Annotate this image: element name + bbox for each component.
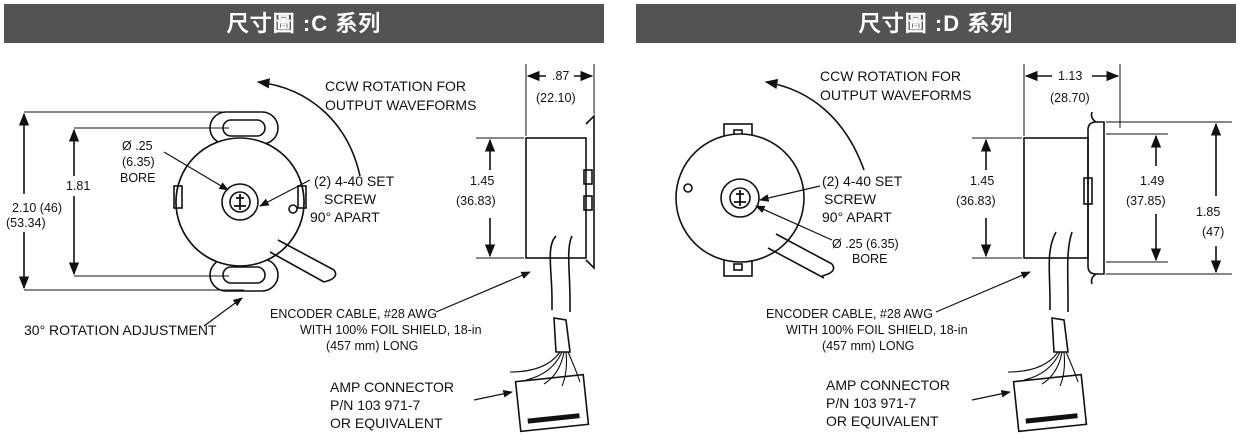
c-cable-label-1: ENCODER CABLE, #28 AWG — [270, 307, 437, 321]
c-bottom-ear — [209, 258, 279, 292]
d-hub — [720, 178, 760, 218]
d-dim-depth-1: 1.13 — [1058, 69, 1082, 83]
c-bore-label-1: Ø .25 — [122, 139, 153, 153]
d-connector-label-1: AMP CONNECTOR — [826, 377, 950, 393]
c-front-view — [173, 111, 337, 292]
c-dim-depth-2: (22.10) — [536, 91, 576, 105]
c-bore-label-2: (6.35) — [122, 155, 155, 169]
d-dim-overall-1: 1.85 — [1196, 205, 1220, 219]
d-connector-label-2: P/N 103 971-7 — [826, 395, 916, 411]
c-cable-label-2: WITH 100% FOIL SHIELD, 18-in — [300, 323, 482, 337]
c-connector-label-3: OR EQUIVALENT — [330, 415, 443, 431]
d-cable-label-1: ENCODER CABLE, #28 AWG — [766, 307, 933, 321]
panel-d-series: 尺寸圖 :D 系列 — [636, 0, 1236, 442]
c-series-drawing — [18, 64, 595, 433]
d-connector-label-3: OR EQUIVALENT — [826, 413, 939, 429]
c-labels: CCW ROTATION FOR OUTPUT WAVEFORMS Ø .25 … — [6, 69, 576, 431]
d-setscrew-label-1: (2) 4-40 SET — [822, 173, 903, 189]
c-side-view — [476, 64, 595, 433]
d-front-view — [675, 123, 835, 279]
d-dim-overall-2: (47) — [1202, 225, 1224, 239]
d-setscrew-label-3: 90° APART — [822, 209, 892, 225]
c-rotation-label-1: CCW ROTATION FOR — [325, 78, 466, 94]
d-rotation-label-1: CCW ROTATION FOR — [820, 68, 961, 84]
c-dim-height-2: (36.83) — [456, 194, 496, 208]
c-rotation-label-2: OUTPUT WAVEFORMS — [325, 97, 476, 113]
d-rotation-arrow — [764, 78, 865, 171]
panel-c-series: 尺寸圖 :C 系列 — [4, 0, 604, 442]
d-dim-depth-2: (28.70) — [1050, 91, 1090, 105]
c-adjust-label: 30° ROTATION ADJUSTMENT — [24, 322, 217, 338]
d-side-view — [972, 64, 1232, 433]
c-shaft — [229, 191, 251, 213]
d-setscrew-label-2: SCREW — [824, 191, 877, 207]
c-rotation-arrow — [256, 78, 361, 177]
c-dim-overall-2: (53.34) — [6, 216, 46, 230]
panel-c-title: 尺寸圖 :C 系列 — [4, 4, 604, 43]
c-connector-label-2: P/N 103 971-7 — [330, 397, 420, 413]
d-dim-flange-2: (37.85) — [1126, 194, 1166, 208]
panel-d-title: 尺寸圖 :D 系列 — [636, 4, 1236, 43]
d-series-drawing — [675, 64, 1232, 433]
c-setscrew-label-3: 90° APART — [310, 209, 380, 225]
c-dim-height-1: 1.45 — [470, 174, 494, 188]
c-setscrew-label-1: (2) 4-40 SET — [314, 173, 395, 189]
c-dim-depth-1: .87 — [552, 69, 569, 83]
d-dim-flange-1: 1.49 — [1140, 174, 1164, 188]
c-dimensions-front — [18, 111, 244, 291]
d-bore-label-2: BORE — [852, 252, 887, 266]
c-cable-label-3: (457 mm) LONG — [326, 339, 418, 353]
d-flange — [1087, 121, 1105, 275]
c-bore-label-3: BORE — [120, 171, 155, 185]
d-dim-height-2: (36.83) — [956, 194, 996, 208]
d-dim-height-1: 1.45 — [970, 174, 994, 188]
c-connector — [514, 373, 590, 433]
d-rotation-label-2: OUTPUT WAVEFORMS — [820, 87, 971, 103]
d-bore-label-1: Ø .25 (6.35) — [832, 237, 899, 251]
c-dim-overall-1: 2.10 (46) — [12, 201, 62, 215]
d-connector — [1012, 373, 1088, 433]
c-connector-label-1: AMP CONNECTOR — [330, 379, 454, 395]
d-cable-label-2: WITH 100% FOIL SHIELD, 18-in — [786, 323, 968, 337]
d-cable-label-3: (457 mm) LONG — [822, 339, 914, 353]
c-hub — [221, 183, 259, 221]
d-shaft — [729, 187, 751, 209]
c-side-body — [525, 137, 587, 259]
c-dim-inner: 1.81 — [66, 179, 90, 193]
c-setscrew-label-2: SCREW — [324, 191, 377, 207]
d-labels: CCW ROTATION FOR OUTPUT WAVEFORMS (2) 4-… — [766, 68, 1224, 429]
